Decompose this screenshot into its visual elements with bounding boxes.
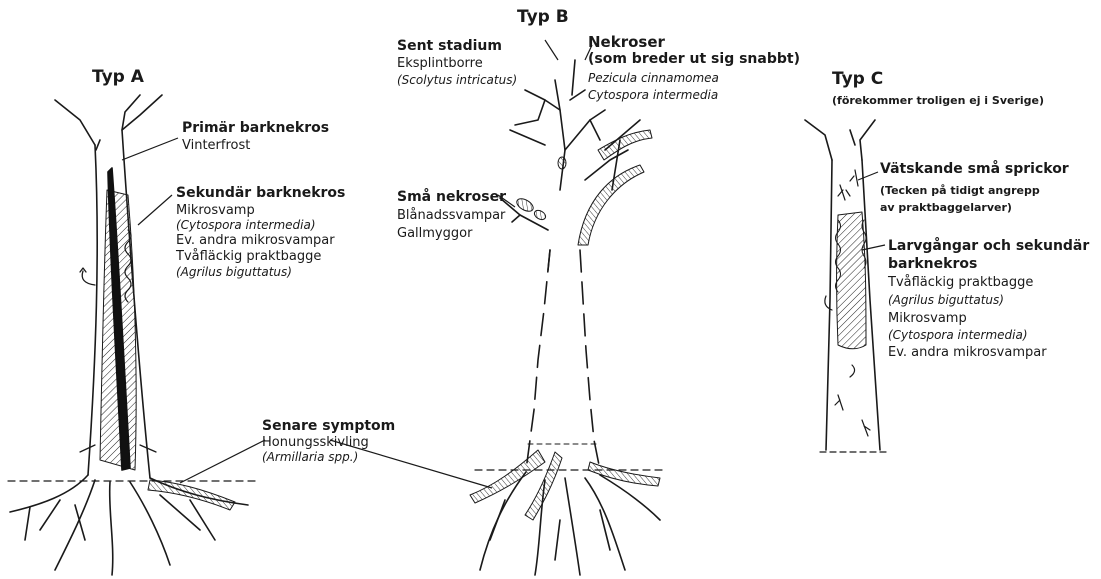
leader-primar [122, 138, 178, 160]
label-larv-l5: Ev. andra mikrosvampar [888, 344, 1047, 361]
label-sekundar-l4: Tvåfläckig praktbagge [176, 248, 321, 265]
leader-senare-a [180, 440, 265, 483]
label-larv-l2: (Agrilus biguttatus) [888, 292, 1004, 309]
label-nekroser-sub: (som breder ut sig snabbt) [588, 51, 800, 68]
label-larv-l1: Tvåfläckig praktbagge [888, 274, 1033, 291]
label-larv-title-1: Larvgångar och sekundär [888, 238, 1089, 255]
label-sent-title: Sent stadium [397, 38, 502, 55]
label-primar-cause: Vinterfrost [182, 137, 250, 154]
label-nekroser-l2: Cytospora intermedia [588, 87, 718, 104]
tree-a-trunk-left [88, 145, 97, 475]
label-nekroser-title: Nekroser [588, 34, 665, 51]
label-nekroser-l1: Pezicula cinnamomea [588, 70, 719, 87]
tree-b-trunk-left [526, 250, 550, 470]
label-vatskande-l2: av praktbaggelarver) [880, 199, 1012, 216]
label-senare-title: Senare symptom [262, 418, 395, 435]
leader-sekundar [138, 195, 172, 225]
label-vatskande-l1: (Tecken på tidigt angrepp [880, 182, 1040, 199]
tree-a [8, 95, 255, 575]
label-vatskande-title: Vätskande små sprickor [880, 161, 1069, 178]
tree-c [805, 120, 890, 452]
leader-vatskande [858, 172, 878, 180]
label-larv-title-2: barknekros [888, 256, 977, 273]
label-larv-l3: Mikrosvamp [888, 310, 967, 327]
tree-b [470, 60, 665, 575]
label-sekundar-title: Sekundär barknekros [176, 185, 345, 202]
leader-sent [545, 40, 558, 60]
label-sma-l1: Blånadssvampar [397, 207, 505, 224]
label-larv-l4: (Cytospora intermedia) [888, 327, 1028, 344]
label-sent-l2: (Scolytus intricatus) [397, 72, 517, 89]
tree-c-trunk-left [826, 160, 832, 450]
label-sent-l1: Eksplintborre [397, 55, 483, 72]
title-typ-b: Typ B [517, 9, 569, 26]
title-typ-a: Typ A [92, 69, 144, 86]
label-senare-l2: (Armillaria spp.) [262, 449, 358, 466]
tree-c-larval-galleries [837, 212, 867, 349]
title-typ-c: Typ C [832, 71, 883, 88]
label-primar-title: Primär barknekros [182, 120, 329, 137]
leader-larv [862, 245, 885, 250]
label-sma-title: Små nekroser [397, 189, 506, 206]
subtitle-typ-c: (förekommer troligen ej i Sverige) [832, 92, 1044, 109]
tree-b-trunk-right [580, 250, 600, 470]
label-sekundar-l5: (Agrilus biguttatus) [176, 264, 292, 281]
label-sma-l2: Gallmyggor [397, 225, 472, 242]
label-sekundar-l3: Ev. andra mikrosvampar [176, 232, 335, 249]
